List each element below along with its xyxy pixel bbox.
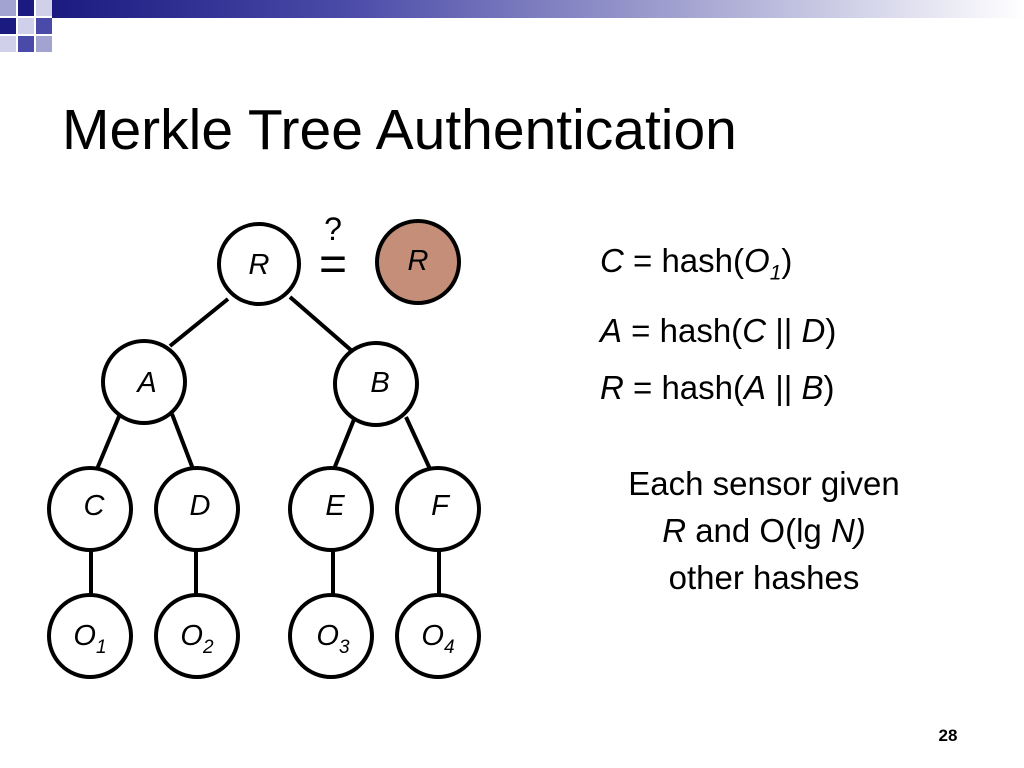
tree-node-o4-label: O4 <box>421 620 454 658</box>
formula-lhs: R <box>600 368 624 406</box>
tree-node-o2-label: O2 <box>180 620 214 658</box>
o3-subscript: 3 <box>339 637 350 658</box>
edge-r-a <box>168 297 230 348</box>
formula-line: C = hash(O1) <box>600 232 836 302</box>
formula-close: ) <box>781 242 793 279</box>
formula-arg1-subscript: 1 <box>769 261 782 285</box>
sensor-note: Each sensor given R and O(lg N) other ha… <box>578 460 950 601</box>
o2-subscript: 2 <box>202 637 214 658</box>
compare-question-mark: ? <box>324 211 342 247</box>
formula-op: = hash( <box>623 242 745 279</box>
formula-separator: || <box>766 368 802 406</box>
note-mid: and O(lg <box>686 512 831 549</box>
o3-main: O <box>316 620 339 652</box>
formula-arg1: O <box>744 242 770 279</box>
tree-node-a-label: A <box>135 367 156 399</box>
compare-equals-sign: = <box>319 238 347 291</box>
hash-formulas: C = hash(O1) A = hash(C || D) R = hash(A… <box>600 232 836 416</box>
o1-subscript: 1 <box>96 637 107 658</box>
note-var-n: N <box>830 512 855 549</box>
tree-node-o4 <box>395 593 481 679</box>
edge-a-d <box>170 413 195 470</box>
formula-arg1: A <box>744 368 767 406</box>
formula-close: ) <box>825 311 837 349</box>
deco-square <box>0 0 16 16</box>
tree-node-o3 <box>288 593 374 679</box>
tree-node-root <box>217 222 301 306</box>
tree-node-e <box>288 466 374 552</box>
formula-arg1: C <box>742 311 767 349</box>
note-line-3: other hashes <box>668 559 860 596</box>
o4-main: O <box>421 620 444 652</box>
formula-line: A = hash(C || D) <box>600 302 836 359</box>
formula-arg2: D <box>801 311 826 349</box>
formula-line: R = hash(A || B) <box>600 359 836 416</box>
tree-node-o1-label: O1 <box>73 620 106 658</box>
tree-node-b-label: B <box>370 367 389 399</box>
deco-square <box>18 36 34 52</box>
deco-square <box>18 0 34 16</box>
note-close: ) <box>854 512 866 549</box>
formula-separator: || <box>766 311 802 349</box>
note-var-r: R <box>662 512 687 549</box>
header-gradient-bar <box>52 0 1024 18</box>
formula-op: = hash( <box>622 311 743 349</box>
formula-arg2: B <box>801 368 824 406</box>
edge-r-b <box>288 295 354 353</box>
tree-node-f <box>395 466 481 552</box>
tree-node-d-label: D <box>190 490 211 522</box>
tree-node-c-label: C <box>84 490 106 522</box>
given-root-label: R <box>408 245 429 277</box>
formula-lhs: A <box>600 311 623 349</box>
deco-square <box>36 36 52 52</box>
page-number: 28 <box>938 726 958 745</box>
deco-square <box>18 18 34 34</box>
tree-node-root-label: R <box>249 249 270 281</box>
deco-square <box>36 18 52 34</box>
tree-node-b <box>333 341 419 427</box>
o1-main: O <box>73 620 96 652</box>
tree-node-a <box>101 339 187 425</box>
tree-node-c <box>47 466 133 552</box>
tree-node-o3-label: O3 <box>316 620 350 658</box>
tree-node-d <box>154 466 240 552</box>
deco-square <box>0 18 16 34</box>
formula-lhs: C <box>600 242 624 279</box>
tree-node-o1 <box>47 593 133 679</box>
edge-b-e <box>332 416 357 470</box>
formula-op: = hash( <box>623 368 745 406</box>
slide-title: Merkle Tree Authentication <box>62 98 737 162</box>
tree-node-f-label: F <box>431 490 451 522</box>
given-root-node <box>375 219 461 305</box>
deco-square <box>0 36 16 52</box>
o2-main: O <box>180 620 203 652</box>
edge-b-f <box>404 416 432 470</box>
tree-node-e-label: E <box>325 490 345 522</box>
o4-subscript: 4 <box>444 637 455 658</box>
tree-node-o2 <box>154 593 240 679</box>
deco-square <box>36 0 52 16</box>
edge-a-c <box>95 413 122 470</box>
note-line-2: R and O(lg N) <box>578 507 950 554</box>
note-line-1: Each sensor given <box>628 465 900 502</box>
formula-close: ) <box>823 368 835 406</box>
